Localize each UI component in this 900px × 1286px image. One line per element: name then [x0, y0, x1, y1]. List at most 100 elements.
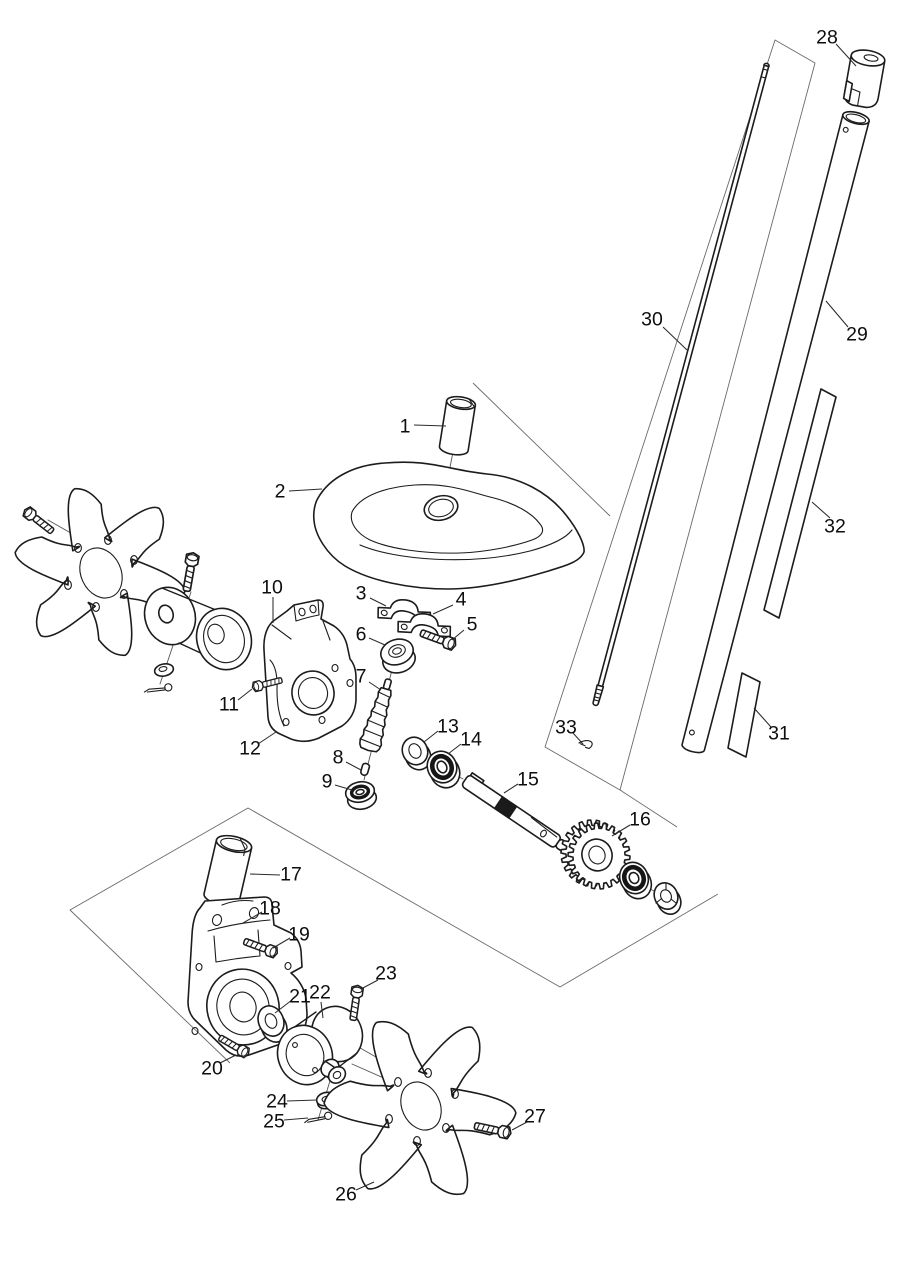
callout-leader-31 [753, 707, 772, 728]
spline-shaft-part15 [461, 772, 571, 854]
callout-leader-14 [447, 743, 462, 755]
cotter-pin-part25 [304, 1110, 333, 1125]
callout-label-21: 21 [289, 986, 311, 1008]
callout-leader-4 [432, 604, 454, 615]
bearing-part9 [344, 780, 378, 811]
callout-label-11: 11 [219, 694, 239, 716]
callout-leader-11 [237, 688, 253, 701]
callout-leader-21 [274, 999, 293, 1014]
callout-label-26: 26 [335, 1184, 357, 1206]
construction-lines [69, 39, 816, 1064]
callout-leader-8 [345, 761, 362, 771]
callout-label-1: 1 [400, 416, 411, 438]
washer-part13 [401, 736, 432, 771]
callout-label-3: 3 [356, 583, 367, 605]
callout-label-31: 31 [768, 723, 790, 745]
callout-label-20: 20 [201, 1058, 223, 1080]
callout-label-18: 18 [259, 898, 281, 920]
cap-part28 [842, 49, 886, 109]
callout-leader-13 [423, 730, 439, 743]
callout-leader-9 [334, 784, 353, 791]
callout-label-15: 15 [517, 769, 539, 791]
callout-leader-23 [360, 979, 379, 990]
callout-label-10: 10 [261, 577, 283, 599]
callout-leader-30 [662, 326, 688, 351]
callout-label-28: 28 [816, 27, 838, 49]
callout-label-32: 32 [824, 516, 846, 538]
callout-leader-20 [219, 1054, 237, 1064]
label-strip-part31 [727, 672, 761, 758]
callout-label-4: 4 [456, 589, 467, 611]
callout-label-8: 8 [333, 747, 344, 769]
callout-leader-26 [355, 1181, 375, 1191]
callout-label-2: 2 [275, 481, 286, 503]
label-strip-part32 [763, 388, 837, 619]
callout-label-7: 7 [356, 666, 367, 688]
flanged-bearing-part6 [380, 638, 416, 674]
callout-leader-27 [511, 1121, 528, 1131]
callout-label-9: 9 [322, 771, 333, 793]
callout-leader-17 [249, 873, 281, 876]
bolt-part23 [346, 983, 365, 1022]
callout-label-5: 5 [467, 614, 478, 636]
callout-label-12: 12 [239, 738, 261, 760]
callout-leader-5 [451, 629, 465, 641]
callout-label-30: 30 [641, 309, 663, 331]
ball-bearing-part14 [426, 750, 461, 789]
callout-label-6: 6 [356, 624, 367, 646]
callout-label-14: 14 [460, 729, 482, 751]
callout-label-29: 29 [846, 324, 868, 346]
spoked-washer [653, 882, 682, 915]
callout-label-19: 19 [288, 924, 310, 946]
drive-shaft-part30 [592, 62, 770, 707]
callout-leader-32 [811, 501, 831, 519]
callout-label-16: 16 [629, 809, 651, 831]
callout-label-24: 24 [266, 1091, 288, 1113]
hub-drum-part22 [276, 1005, 364, 1086]
gear-housing-part12 [263, 599, 357, 743]
callout-leader-2 [288, 488, 323, 492]
callout-label-27: 27 [524, 1106, 546, 1128]
callout-label-33: 33 [555, 717, 577, 739]
tine-blade-part26 [323, 1020, 517, 1196]
callout-leader-15 [503, 783, 519, 794]
bevel-gear-part16 [560, 819, 631, 890]
callout-leader-16 [611, 824, 631, 837]
callout-leader-6 [368, 637, 386, 646]
callout-leader-24 [286, 1099, 318, 1102]
left-blade-hub-holes [64, 535, 138, 612]
callout-leader-12 [257, 731, 277, 745]
left-tine-blade [14, 487, 186, 657]
callout-leader-22 [320, 1001, 324, 1019]
callout-label-17: 17 [280, 864, 302, 886]
left-blade-bolt [20, 504, 57, 537]
pin-part8 [360, 762, 371, 777]
left-cotter-pin [143, 680, 173, 697]
left-drum [143, 586, 253, 671]
clip-part33 [578, 740, 593, 750]
cover-guard-part2 [312, 461, 585, 590]
callout-leader-33 [572, 732, 584, 745]
callout-leader-28 [835, 43, 857, 67]
left-shaft-pin [179, 550, 201, 593]
callout-leader-25 [283, 1117, 309, 1121]
callout-leader-19 [272, 937, 291, 949]
outer-tube-part29 [681, 110, 870, 754]
spacer-sleeve-part1 [438, 395, 477, 456]
callout-label-22: 22 [309, 982, 331, 1004]
callout-label-25: 25 [263, 1111, 285, 1133]
callout-label-23: 23 [375, 963, 397, 985]
callout-leader-3 [369, 597, 387, 607]
callout-label-13: 13 [437, 716, 459, 738]
worm-gear-part7 [359, 678, 392, 753]
ball-bearing-small [618, 861, 653, 900]
callout-leader-7 [368, 681, 382, 691]
callout-leader-18 [242, 911, 263, 924]
callout-leader-1 [413, 424, 447, 427]
blade26-hub-holes [385, 1068, 459, 1146]
washer-part21 [257, 1005, 288, 1043]
callout-leader-29 [825, 300, 849, 328]
